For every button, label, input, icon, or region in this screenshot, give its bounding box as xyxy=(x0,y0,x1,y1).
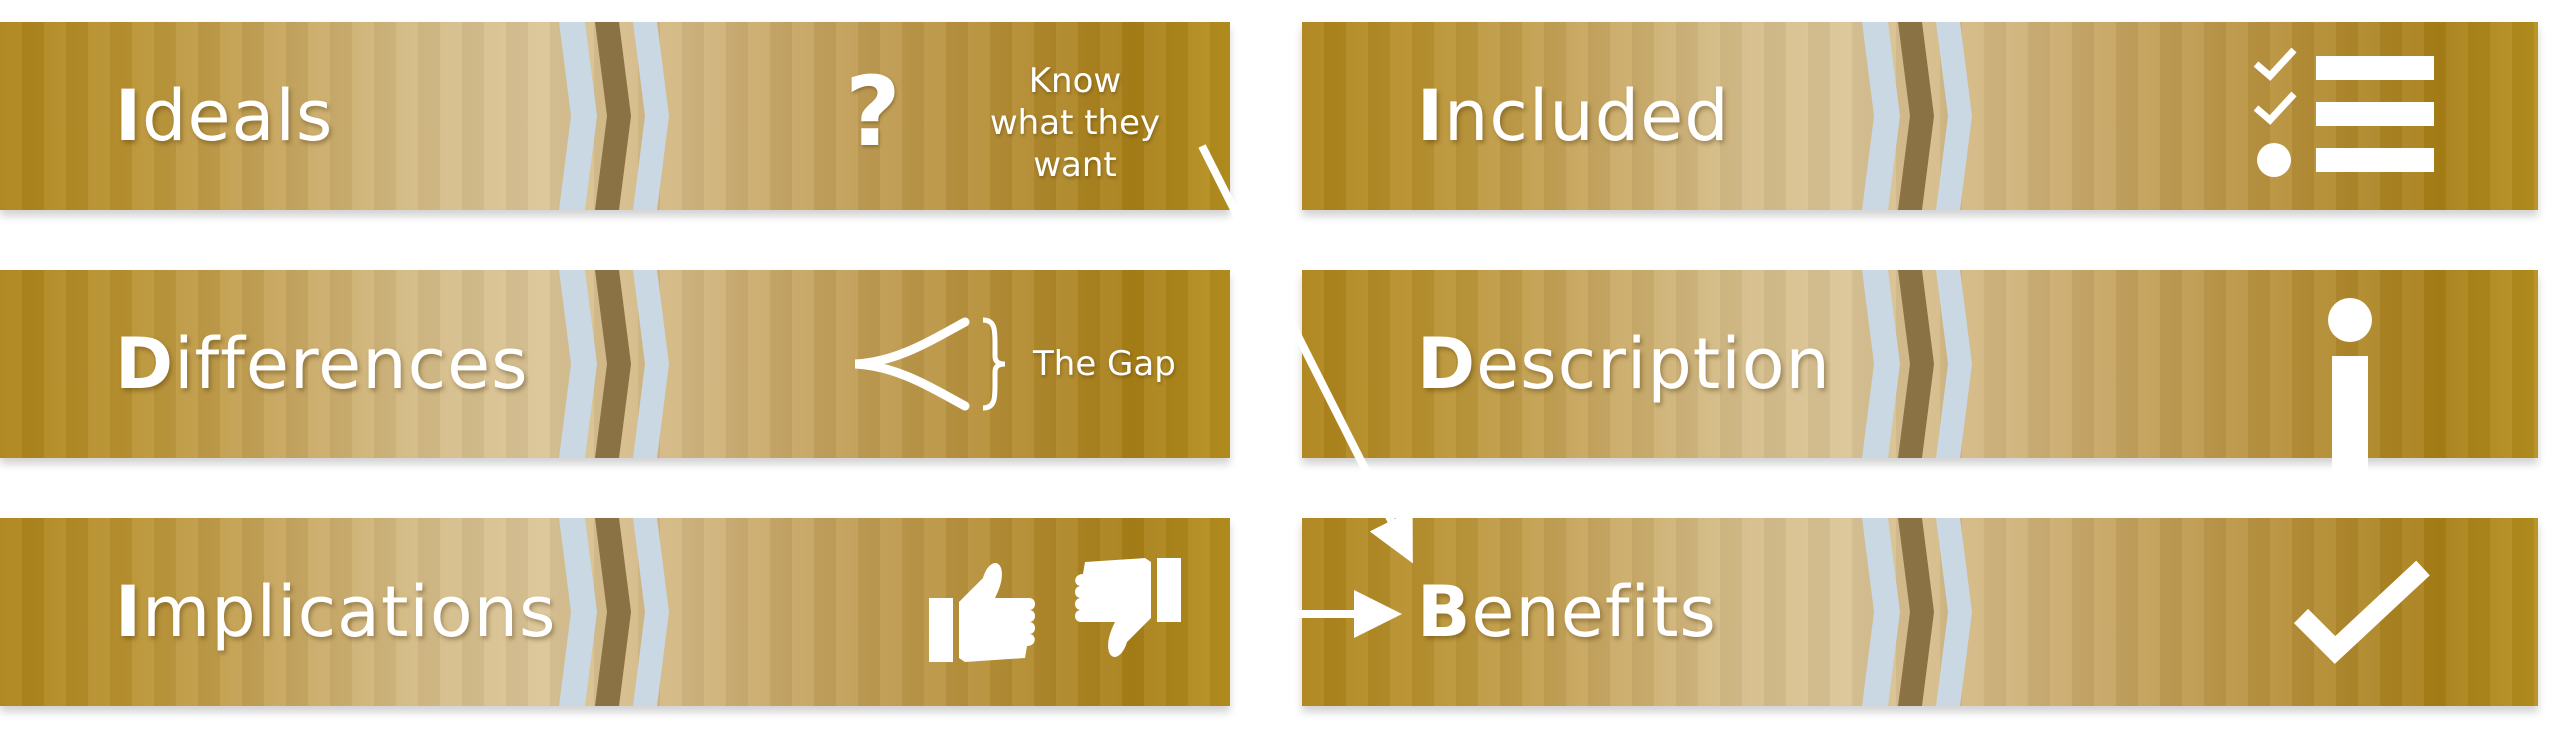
bar-label-benefits: Benefits xyxy=(1417,571,1717,653)
checklist-icon xyxy=(2253,47,2434,177)
chevron-arrows-icon xyxy=(1862,518,1972,706)
bar-implications: Implications xyxy=(0,518,1230,706)
thumbs-down-icon xyxy=(1075,558,1181,657)
chevron-arrows-icon xyxy=(559,22,669,210)
chevron-arrows-icon xyxy=(559,518,669,706)
info-icon xyxy=(2328,298,2372,480)
question-mark-icon: ? xyxy=(845,56,901,168)
the-gap-text: The Gap xyxy=(1033,344,1176,384)
chevron-arrows-icon xyxy=(559,270,669,458)
know-what-they-want-text: Know what they want xyxy=(989,61,1161,185)
bar-label-ideals: Ideals xyxy=(115,75,334,157)
check-mark-icon xyxy=(2293,560,2430,664)
chevron-arrows-icon xyxy=(1862,22,1972,210)
bar-label-included: Included xyxy=(1417,75,1730,157)
bar-ideals: Ideals ? Know what they want xyxy=(0,22,1230,210)
chevron-arrows-icon xyxy=(1862,270,1972,458)
bar-included: Included xyxy=(1302,22,2538,210)
bar-differences: Differences The Gap xyxy=(0,270,1230,458)
diverging-lines-icon xyxy=(855,317,1006,411)
bar-label-differences: Differences xyxy=(115,323,529,405)
bar-label-description: Description xyxy=(1417,323,1831,405)
bar-benefits: Benefits xyxy=(1302,518,2538,706)
thumbs-up-icon xyxy=(929,563,1035,662)
bar-label-implications: Implications xyxy=(115,571,557,653)
